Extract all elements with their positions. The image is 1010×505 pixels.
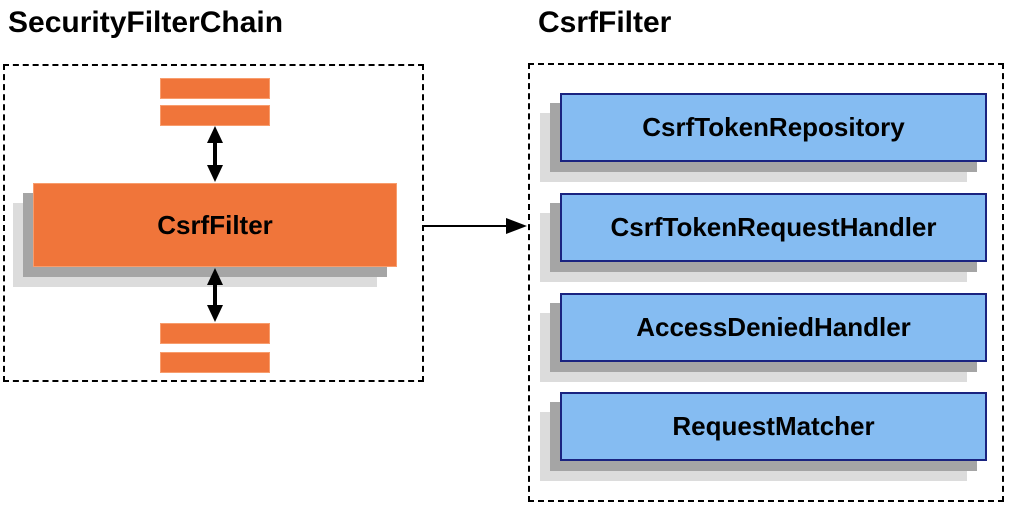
- security-filter-chain-title: SecurityFilterChain: [8, 6, 284, 39]
- filter-placeholder-bar: [160, 323, 270, 344]
- security-filter-chain-group: [3, 64, 424, 382]
- filter-placeholder-bar: [160, 78, 270, 99]
- component-request-matcher: RequestMatcher: [560, 392, 987, 461]
- filter-placeholder-bar: [160, 105, 270, 126]
- component-csrf-token-request-handler: CsrfTokenRequestHandler: [560, 193, 987, 262]
- component-access-denied-handler: AccessDeniedHandler: [560, 293, 987, 362]
- filter-placeholder-bar: [160, 352, 270, 373]
- component-csrf-token-repository: CsrfTokenRepository: [560, 93, 987, 162]
- flow-arrow-icon: [424, 218, 527, 234]
- csrf-filter-title: CsrfFilter: [538, 6, 672, 39]
- csrf-filter-components-group: [528, 63, 1004, 502]
- csrf-filter-node: CsrfFilter: [33, 183, 397, 267]
